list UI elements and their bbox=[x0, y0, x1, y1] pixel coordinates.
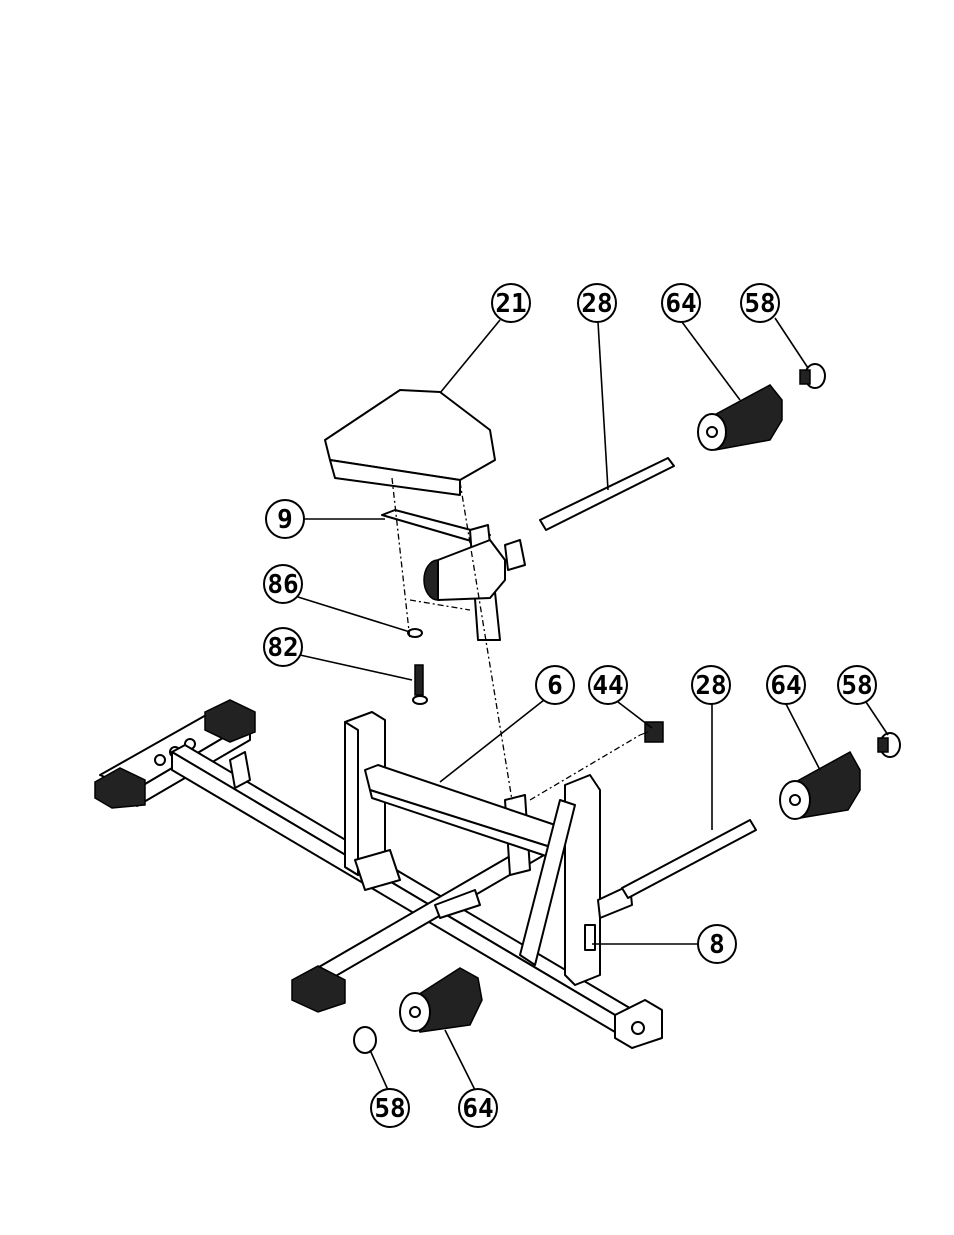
seat-pad bbox=[325, 390, 495, 495]
foam-roller-front bbox=[400, 968, 482, 1032]
bolt-and-washer bbox=[408, 629, 427, 704]
svg-text:64: 64 bbox=[665, 289, 696, 319]
svg-text:58: 58 bbox=[744, 289, 775, 319]
svg-text:86: 86 bbox=[267, 570, 298, 600]
callout-58-lower: 58 bbox=[838, 666, 876, 704]
callout-28-lower: 28 bbox=[692, 666, 730, 704]
foam-rod-lower bbox=[622, 820, 756, 898]
callout-58-upper: 58 bbox=[741, 284, 779, 322]
callout-64-upper: 64 bbox=[662, 284, 700, 322]
svg-text:9: 9 bbox=[277, 505, 293, 535]
callout-8: 8 bbox=[698, 925, 736, 963]
svg-text:82: 82 bbox=[267, 633, 298, 663]
callout-82: 82 bbox=[264, 628, 302, 666]
foam-roller-lower-right bbox=[780, 752, 860, 819]
svg-text:6: 6 bbox=[547, 671, 563, 701]
end-cap-lower-right bbox=[878, 733, 900, 757]
svg-text:58: 58 bbox=[841, 671, 872, 701]
svg-text:21: 21 bbox=[495, 289, 526, 319]
svg-text:58: 58 bbox=[374, 1094, 405, 1124]
callout-58-front: 58 bbox=[371, 1089, 409, 1127]
callout-6: 6 bbox=[536, 666, 574, 704]
svg-text:8: 8 bbox=[709, 930, 725, 960]
upper-inner-roller bbox=[424, 540, 505, 600]
callout-64-lower: 64 bbox=[767, 666, 805, 704]
main-frame bbox=[95, 700, 662, 1048]
callout-28-upper: 28 bbox=[578, 284, 616, 322]
svg-text:64: 64 bbox=[462, 1094, 493, 1124]
end-cap-front bbox=[354, 1027, 376, 1053]
svg-text:64: 64 bbox=[770, 671, 801, 701]
callout-64-front: 64 bbox=[459, 1089, 497, 1127]
callout-86: 86 bbox=[264, 565, 302, 603]
svg-text:28: 28 bbox=[695, 671, 726, 701]
callout-21: 21 bbox=[492, 284, 530, 322]
svg-text:28: 28 bbox=[581, 289, 612, 319]
svg-text:44: 44 bbox=[592, 671, 623, 701]
pop-pin-knob bbox=[640, 722, 663, 742]
foam-roller-upper bbox=[698, 385, 782, 450]
callout-44: 44 bbox=[589, 666, 627, 704]
callout-9: 9 bbox=[266, 500, 304, 538]
end-cap-upper bbox=[800, 364, 825, 388]
